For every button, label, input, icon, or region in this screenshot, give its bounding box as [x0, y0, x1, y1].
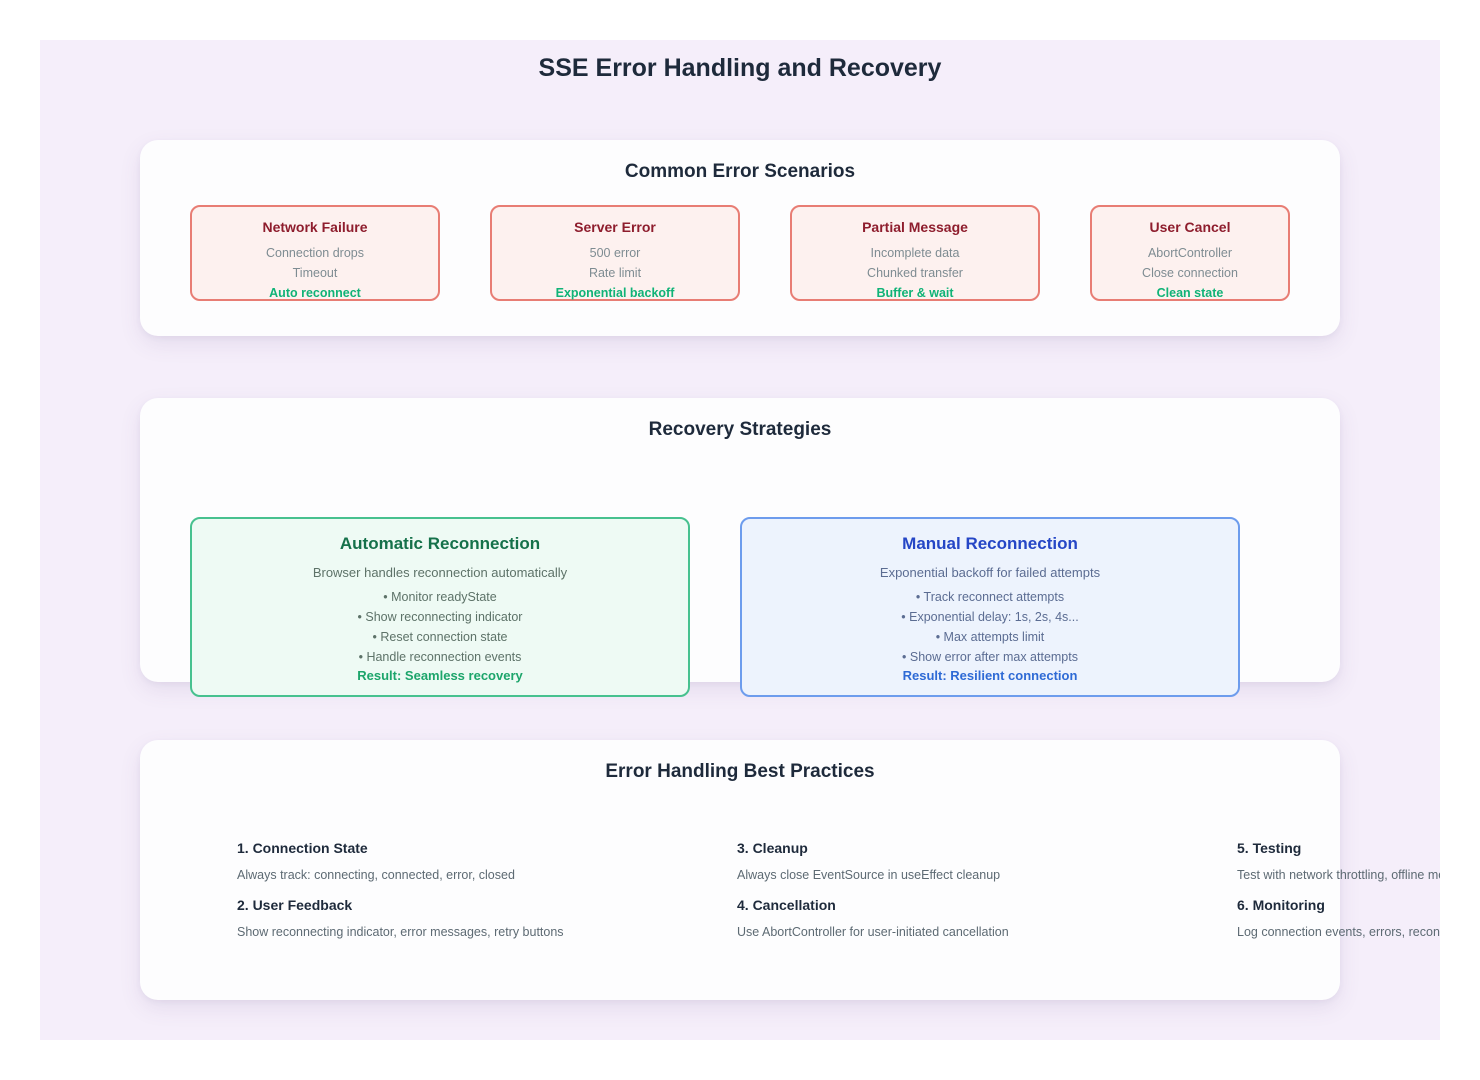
practice-item-monitoring: 6. Monitoring Log connection events, err…: [1237, 897, 1440, 939]
section-recovery-strategies: Recovery Strategies Automatic Reconnecti…: [140, 398, 1340, 697]
practice-item-cancellation: 4. Cancellation Use AbortController for …: [737, 897, 1237, 939]
strategy-card-subtitle: Exponential backoff for failed attempts: [879, 565, 1101, 580]
scenario-card-line: Close connection: [1142, 266, 1238, 280]
strategy-bullet: • Handle reconnection events: [358, 650, 522, 664]
strategy-card-title: Manual Reconnection: [902, 534, 1078, 553]
strategy-result: Result: Resilient connection: [902, 668, 1078, 683]
scenario-card-line: Rate limit: [588, 266, 642, 280]
practice-heading: 4. Cancellation: [737, 897, 836, 913]
scenario-card-title: Server Error: [574, 219, 656, 235]
scenario-card-title: User Cancel: [1149, 219, 1231, 235]
practice-body: Test with network throttling, offline mo…: [1237, 868, 1440, 882]
scenario-card-server-error: Server Error 500 error Rate limit Expone…: [490, 205, 740, 301]
infographic-panel: SSE Error Handling and Recovery Common E…: [40, 40, 1440, 1040]
practice-body: Use AbortController for user-initiated c…: [737, 925, 1009, 939]
section-common-error-scenarios: Common Error Scenarios Network Failure C…: [140, 140, 1340, 336]
strategy-bullet: • Monitor readyState: [383, 590, 497, 604]
practice-item-testing: 5. Testing Test with network throttling,…: [1237, 840, 1440, 882]
strategy-card-automatic-reconnection: Automatic Reconnection Browser handles r…: [190, 517, 690, 697]
strategy-bullet: • Reset connection state: [372, 630, 508, 644]
scenario-card-line: Timeout: [292, 266, 338, 280]
strategy-bullet: • Show reconnecting indicator: [357, 610, 523, 624]
strategy-bullet: • Exponential delay: 1s, 2s, 4s...: [901, 610, 1079, 624]
section-best-practices: Error Handling Best Practices 1. Connect…: [140, 740, 1440, 1000]
practice-item-user-feedback: 2. User Feedback Show reconnecting indic…: [237, 897, 737, 939]
strategy-bullet: • Show error after max attempts: [902, 650, 1078, 664]
scenario-card-line: 500 error: [589, 246, 641, 260]
practice-body: Always track: connecting, connected, err…: [237, 868, 515, 882]
scenario-card-line: Chunked transfer: [867, 266, 963, 280]
scenario-card-action: Buffer & wait: [876, 286, 954, 300]
strategy-card-title: Automatic Reconnection: [339, 534, 541, 553]
practice-body: Show reconnecting indicator, error messa…: [237, 925, 564, 939]
scenario-card-title: Network Failure: [262, 219, 368, 235]
strategy-bullet: • Track reconnect attempts: [915, 590, 1065, 604]
page-title: SSE Error Handling and Recovery: [538, 54, 942, 82]
practice-grid: 1. Connection State Always track: connec…: [237, 840, 1440, 939]
practice-body: Always close EventSource in useEffect cl…: [737, 868, 1001, 882]
strategy-bullet: • Max attempts limit: [935, 630, 1045, 644]
scenario-card-user-cancel: User Cancel AbortController Close connec…: [1090, 205, 1290, 301]
practice-item-cleanup: 3. Cleanup Always close EventSource in u…: [737, 840, 1237, 882]
practice-heading: 5. Testing: [1237, 840, 1302, 856]
practice-item-connection-state: 1. Connection State Always track: connec…: [237, 840, 737, 882]
scenario-card-line: AbortController: [1147, 246, 1233, 260]
strategy-card-row: Automatic Reconnection Browser handles r…: [190, 517, 1240, 697]
practice-heading: 6. Monitoring: [1237, 897, 1325, 913]
practice-heading: 3. Cleanup: [737, 840, 808, 856]
strategies-section-title: Recovery Strategies: [648, 419, 832, 440]
practice-heading: 1. Connection State: [237, 840, 368, 856]
practice-body: Log connection events, errors, reconnect…: [1237, 925, 1440, 939]
scenario-card-row: Network Failure Connection drops Timeout…: [140, 205, 1340, 301]
scenario-card-action: Auto reconnect: [269, 286, 361, 300]
scenario-card-line: Connection drops: [266, 246, 364, 260]
scenario-card-network-failure: Network Failure Connection drops Timeout…: [190, 205, 440, 301]
scenario-card-title: Partial Message: [862, 219, 968, 235]
scenario-card-action: Clean state: [1156, 286, 1224, 300]
scenario-card-action: Exponential backoff: [555, 286, 675, 300]
practices-section-title: Error Handling Best Practices: [605, 761, 875, 782]
strategy-card-manual-reconnection: Manual Reconnection Exponential backoff …: [740, 517, 1240, 697]
practice-heading: 2. User Feedback: [237, 897, 353, 913]
scenarios-section-title: Common Error Scenarios: [624, 161, 856, 182]
strategy-card-subtitle: Browser handles reconnection automatical…: [312, 565, 568, 580]
scenario-card-partial-message: Partial Message Incomplete data Chunked …: [790, 205, 1040, 301]
strategy-result: Result: Seamless recovery: [357, 668, 523, 683]
scenario-card-line: Incomplete data: [870, 246, 960, 260]
